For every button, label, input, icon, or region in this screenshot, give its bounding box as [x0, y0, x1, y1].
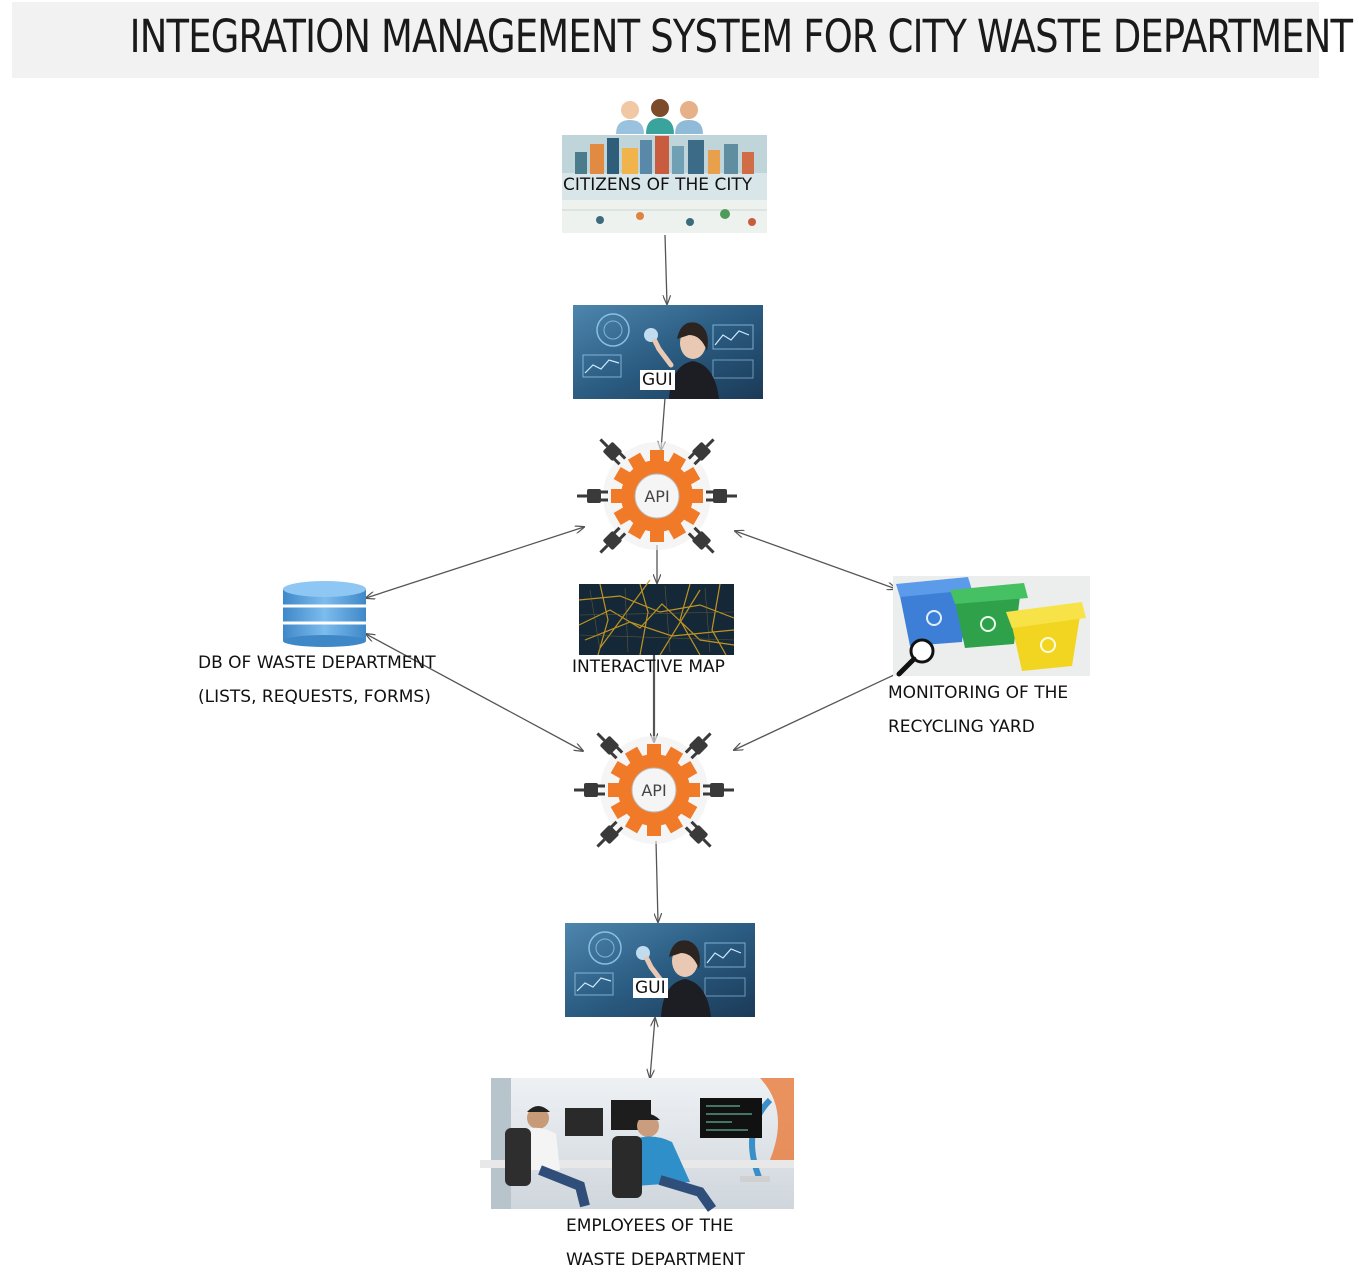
api-label: API — [644, 487, 669, 506]
plug-icon — [687, 438, 715, 466]
gui-top-label: GUI — [640, 370, 675, 390]
touchscreen-photo — [565, 923, 755, 1017]
arrow-db-api-bottom — [366, 634, 583, 751]
office-workers-photo — [480, 1078, 794, 1212]
plug-icon — [684, 820, 712, 848]
arrow-api-to-gui — [656, 840, 658, 922]
page-title: INTEGRATION MANAGEMENT SYSTEM FOR CITY W… — [129, 10, 1353, 63]
map-node — [578, 579, 735, 656]
recycling-node — [893, 576, 1090, 677]
city-map-image — [578, 579, 735, 656]
citizens-city-illustration — [562, 135, 767, 233]
flow-arrows — [366, 234, 897, 1078]
db-label-line1: DB OF WASTE DEPARTMENT — [198, 653, 436, 673]
plug-icon — [596, 732, 624, 760]
employees-label-line1: EMPLOYEES OF THE — [566, 1216, 734, 1236]
map-label: INTERACTIVE MAP — [572, 657, 725, 677]
magnifier-icon — [896, 638, 935, 677]
database-icon — [283, 581, 366, 647]
title-bar: INTEGRATION MANAGEMENT SYSTEM FOR CITY W… — [12, 2, 1353, 78]
citizens-node — [562, 99, 767, 233]
recycling-label-line2: RECYCLING YARD — [888, 717, 1035, 737]
api-bottom-node: API — [574, 732, 734, 848]
plug-icon — [687, 526, 715, 554]
employees-label-line2: WASTE DEPARTMENT — [566, 1250, 745, 1270]
arrow-gui-to-api — [661, 397, 665, 450]
plug-icon — [684, 732, 712, 760]
arrow-api-db — [366, 527, 584, 598]
green-bin — [950, 583, 1028, 648]
arrow-api-recycling — [735, 531, 896, 589]
arrow-recycling-api-bottom — [734, 673, 897, 750]
yellow-bin — [1006, 602, 1086, 671]
employees-node — [480, 1078, 794, 1212]
blue-bin — [896, 577, 972, 646]
api-gear-icon: API — [574, 732, 734, 848]
plug-icon — [577, 489, 608, 503]
api-label: API — [641, 781, 666, 800]
recycling-label-line1: MONITORING OF THE — [888, 683, 1069, 703]
gui-bottom-label: GUI — [633, 978, 668, 998]
arrow-gui-employees — [650, 1018, 655, 1078]
arrow-citizens-to-gui — [665, 234, 667, 304]
plug-icon — [703, 783, 734, 797]
plug-icon — [574, 783, 605, 797]
citizens-people-icon — [616, 99, 703, 134]
plug-icon — [706, 489, 737, 503]
plug-icon — [596, 820, 624, 848]
api-gear-icon: API — [577, 438, 737, 554]
plug-icon — [599, 526, 627, 554]
gui-bottom-node — [565, 923, 755, 1017]
db-node — [283, 581, 366, 647]
citizens-label: CITIZENS OF THE CITY — [563, 175, 753, 195]
plug-icon — [599, 438, 627, 466]
api-top-node: API — [577, 438, 737, 554]
db-label-line2: (LISTS, REQUESTS, FORMS) — [198, 687, 431, 707]
